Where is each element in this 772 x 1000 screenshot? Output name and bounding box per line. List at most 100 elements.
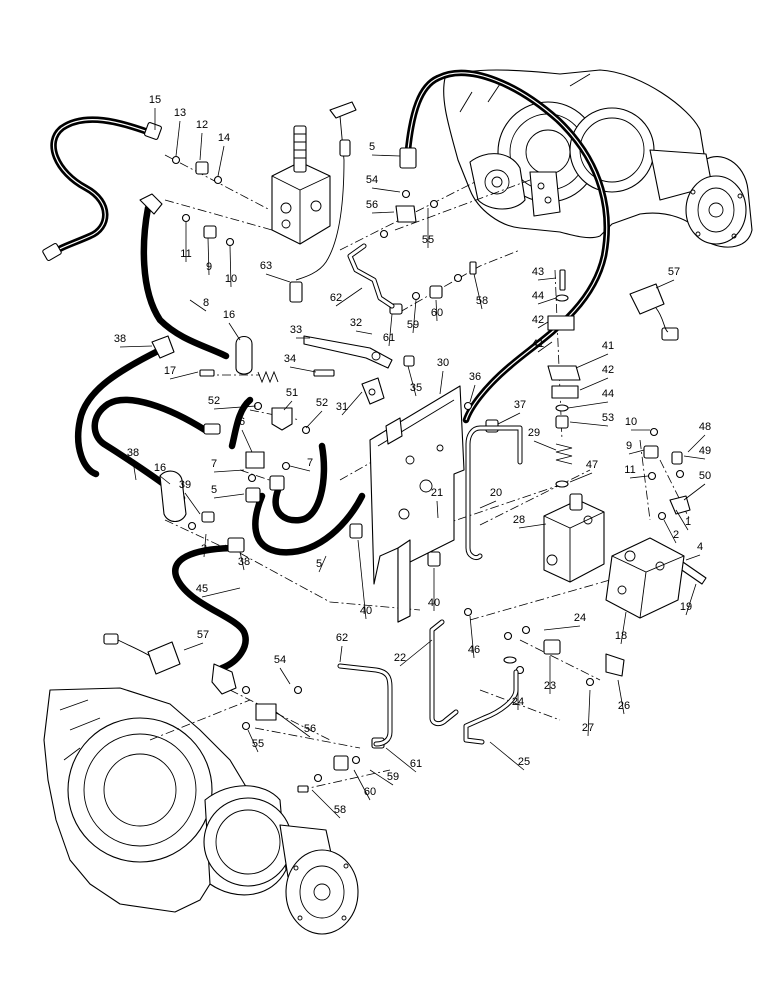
callout-label: 57 xyxy=(668,266,680,278)
callout-label: 58 xyxy=(476,295,488,307)
valve-block-18 xyxy=(605,537,685,619)
callout-label: 40 xyxy=(360,605,372,617)
callout-leader xyxy=(279,667,291,685)
valve-block-28 xyxy=(543,493,605,583)
callout-leader xyxy=(575,353,609,369)
callout-label: 3 xyxy=(201,543,207,555)
callout-label: 10 xyxy=(225,273,237,285)
callout-label: 9 xyxy=(206,261,212,273)
callout-label: 60 xyxy=(431,307,443,319)
callout-leader xyxy=(289,366,317,373)
callout-label: 57 xyxy=(197,629,209,641)
callout-leader xyxy=(620,611,627,645)
callout-leader xyxy=(469,384,476,403)
callout-label: 12 xyxy=(196,119,208,131)
callout-label: 10 xyxy=(625,416,637,428)
callout-leader xyxy=(357,539,367,620)
callout-leader xyxy=(184,492,201,515)
valve-block-upper xyxy=(271,125,331,245)
callout-leader xyxy=(533,440,557,451)
callout-leader xyxy=(217,145,225,177)
callout-label: 15 xyxy=(149,94,161,106)
callout-leader xyxy=(241,429,253,453)
callout-label: 59 xyxy=(407,319,419,331)
callout-leader xyxy=(311,789,341,819)
callout-label: 17 xyxy=(164,365,176,377)
callout-label: 19 xyxy=(680,601,692,613)
callout-label: 26 xyxy=(618,700,630,712)
callout-labels: 1513121411910816381755456556362323361596… xyxy=(114,94,711,819)
callout-label: 29 xyxy=(528,427,540,439)
callout-label: 27 xyxy=(582,722,594,734)
callout-leader xyxy=(159,475,171,485)
callout-leader xyxy=(436,500,439,519)
callout-label: 38 xyxy=(127,447,139,459)
callout-leader xyxy=(335,287,363,307)
callout-label: 37 xyxy=(514,399,526,411)
callout-label: 41 xyxy=(602,340,614,352)
callout-label: 25 xyxy=(518,756,530,768)
callout-label: 50 xyxy=(699,470,711,482)
callout-leader xyxy=(169,371,199,380)
callout-label: 5 xyxy=(211,484,217,496)
callout-leader xyxy=(213,493,245,499)
callout-label: 21 xyxy=(431,487,443,499)
callout-leader xyxy=(567,401,609,409)
callout-label: 38 xyxy=(238,556,250,568)
callout-label: 46 xyxy=(468,644,480,656)
callout-leader xyxy=(229,245,232,288)
callout-leader xyxy=(685,554,701,561)
callout-leader xyxy=(579,377,609,391)
callout-leader xyxy=(213,405,257,410)
callout-label: 44 xyxy=(602,388,614,400)
callout-label: 5 xyxy=(369,141,375,153)
callout-label: 61 xyxy=(410,758,422,770)
callout-leader xyxy=(683,483,706,501)
hoses xyxy=(48,69,610,672)
callout-label: 23 xyxy=(544,680,556,692)
callout-leader xyxy=(189,299,207,312)
front-axle-housing xyxy=(443,69,753,248)
callout-label: 7 xyxy=(211,458,217,470)
callout-label: 39 xyxy=(179,479,191,491)
callout-leader xyxy=(537,277,557,281)
callout-leader xyxy=(412,299,417,334)
callout-label: 48 xyxy=(699,421,711,433)
callout-leader xyxy=(265,273,291,283)
callout-label: 41 xyxy=(532,338,544,350)
callout-leader xyxy=(275,711,311,738)
callout-leader xyxy=(587,689,591,737)
callout-leader xyxy=(355,330,373,335)
callout-leader xyxy=(371,187,401,193)
callout-leader xyxy=(339,645,343,663)
callout-label: 7 xyxy=(307,457,313,469)
callout-label: 59 xyxy=(387,771,399,783)
callout-label: 31 xyxy=(336,401,348,413)
callout-label: 30 xyxy=(437,357,449,369)
callout-leader xyxy=(371,211,395,214)
callout-leader xyxy=(399,639,433,667)
callout-leader xyxy=(207,237,210,276)
callout-label: 11 xyxy=(624,464,635,476)
callout-leader xyxy=(183,642,204,651)
callout-label: 9 xyxy=(626,440,632,452)
callout-leader xyxy=(289,465,311,472)
callout-label: 40 xyxy=(428,597,440,609)
callout-leader xyxy=(685,583,697,616)
callout-label: 24 xyxy=(574,612,586,624)
callout-leader xyxy=(629,475,649,479)
callout-leader xyxy=(247,729,259,753)
callout-leader xyxy=(439,370,444,395)
rigid-pipes xyxy=(337,243,523,747)
callout-label: 42 xyxy=(602,364,614,376)
callout-label: 55 xyxy=(422,234,434,246)
callout-label: 55 xyxy=(252,738,264,750)
callout-label: 13 xyxy=(174,107,186,119)
callout-label: 51 xyxy=(286,387,298,399)
callout-leader xyxy=(369,769,394,786)
callout-leader xyxy=(518,523,547,529)
callout-label: 56 xyxy=(366,199,378,211)
callout-label: 8 xyxy=(203,297,209,309)
callout-leader xyxy=(537,297,557,305)
callout-label: 56 xyxy=(304,723,316,735)
